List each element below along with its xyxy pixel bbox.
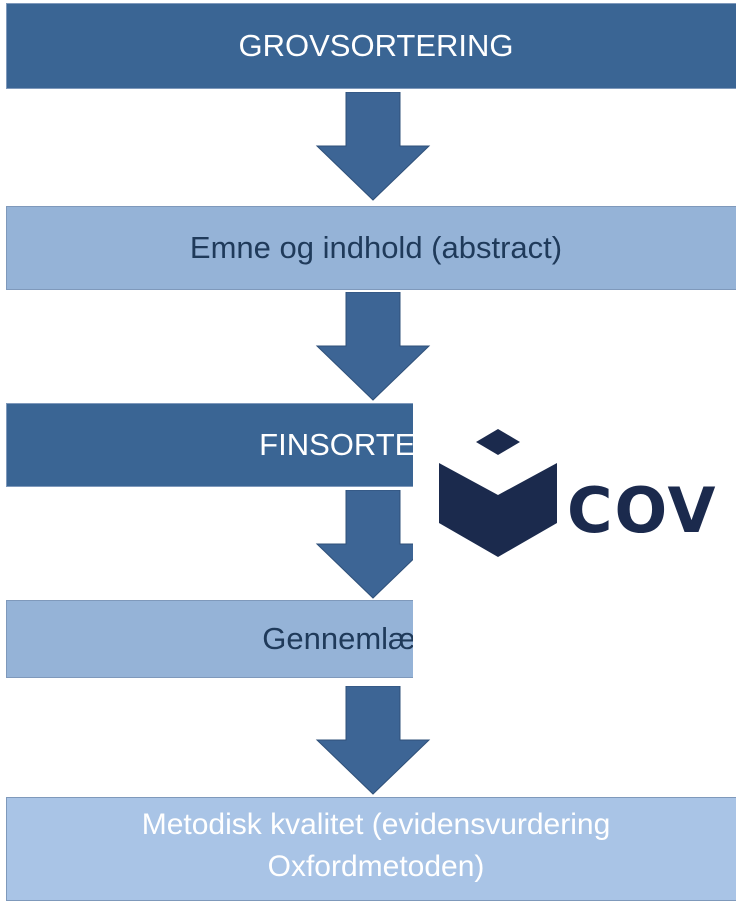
box-logo-icon xyxy=(439,429,557,557)
step-metodisk-kvalitet-label-2: Oxfordmetoden) xyxy=(267,850,485,883)
down-arrow-4 xyxy=(315,686,431,795)
logo-overlay: COV xyxy=(413,378,736,678)
step-emne-og-indhold-label: Emne og indhold (abstract) xyxy=(189,230,563,265)
step-metodisk-kvalitet-label: Metodisk kvalitet (evidensvurdering xyxy=(141,808,611,841)
logo-text: COV xyxy=(567,474,718,547)
step-grovsortering-label: GROVSORTERING xyxy=(238,28,514,63)
down-arrow-2 xyxy=(315,292,431,401)
step-emne-og-indhold: Emne og indhold (abstract) xyxy=(6,206,736,290)
step-grovsortering: GROVSORTERING xyxy=(6,3,736,89)
down-arrow-3 xyxy=(315,490,431,599)
step-metodisk-kvalitet: Metodisk kvalitet (evidensvurdering Oxfo… xyxy=(6,797,736,901)
down-arrow-1 xyxy=(315,92,431,201)
